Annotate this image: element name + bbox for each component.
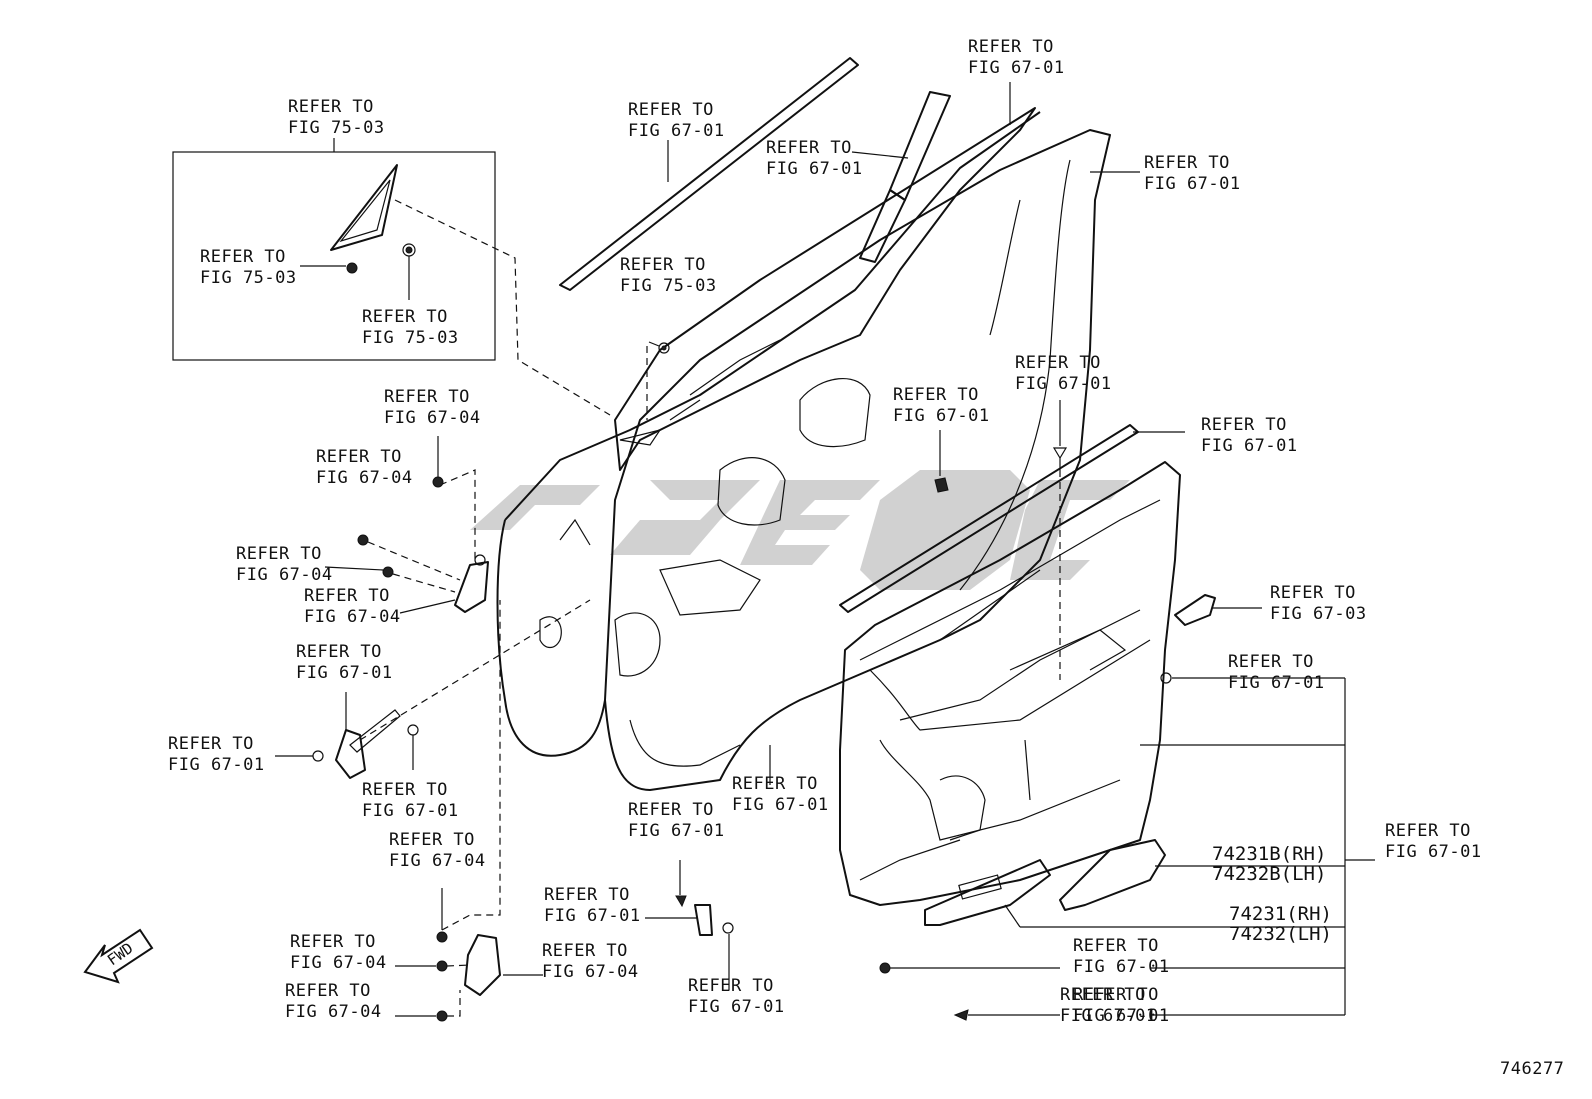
callout-label-line: REFER TO	[544, 885, 630, 905]
callout-label-line: FIG 67-01	[1073, 957, 1170, 977]
callout-label-line: REFER TO	[1144, 153, 1230, 173]
callout-label-line: REFER TO	[1015, 353, 1101, 373]
callout-label-line: REFER TO	[384, 387, 470, 407]
door-check-link	[275, 599, 591, 779]
callout-label-line: REFER TO	[200, 247, 286, 267]
callout-label-line: REFER TO	[732, 774, 818, 794]
callout-label-line: REFER TO	[620, 255, 706, 275]
callout-label-line: FIG 67-01	[296, 663, 393, 683]
callout-bracket	[1150, 677, 1375, 1016]
callout-label-line: FIG 67-04	[542, 962, 639, 982]
callout-label-line: FIG 75-03	[288, 118, 385, 138]
window-frame-moulding	[859, 91, 951, 263]
callout-label-line: FIG 67-01	[766, 159, 863, 179]
callout-label-line: REFER TO	[389, 830, 475, 850]
callout-label-line: REFER TO	[285, 981, 371, 1001]
callout-label-line: REFER TO	[1073, 985, 1159, 1005]
callout-label-line: REFER TO	[766, 138, 852, 158]
callout-label-line: FIG 67-01	[1201, 436, 1298, 456]
trim-cover-piece	[1174, 594, 1216, 626]
callout-label-line: FIG 67-04	[290, 953, 387, 973]
callout-label-line: REFER TO	[168, 734, 254, 754]
callout-label-line: REFER TO	[628, 800, 714, 820]
callout-label-line: REFER TO	[1385, 821, 1471, 841]
clip-icon	[1160, 672, 1215, 684]
callout-label-line: FIG 67-01	[628, 121, 725, 141]
lower-door-hinge	[436, 600, 501, 1022]
callout-label-line: FIG 75-03	[200, 268, 297, 288]
callout-label-line: FIG 67-01	[1228, 673, 1325, 693]
callout-label-line: REFER TO	[1201, 415, 1287, 435]
fwd-arrow-icon: FWD	[83, 928, 154, 984]
callout-label-line: REFER TO	[688, 976, 774, 996]
callout-label-line: REFER TO	[968, 37, 1054, 57]
callout-label-line: REFER TO	[1270, 583, 1356, 603]
door-trim-panel	[839, 461, 1181, 906]
callout-label-line: REFER TO	[628, 100, 714, 120]
callout-label-line: FIG 67-04	[285, 1002, 382, 1022]
callout-label-line: FIG 67-04	[236, 565, 333, 585]
callout-label-line: REFER TO	[296, 642, 382, 662]
clip-icon	[934, 430, 949, 493]
callout-label-line: FIG 67-04	[384, 408, 481, 428]
bracket-icon	[645, 860, 734, 990]
callout-label-line: REFER TO	[304, 586, 390, 606]
callout-label-line: FIG 67-03	[1270, 604, 1367, 624]
callout-label-line: FIG 67-01	[1060, 1006, 1157, 1026]
callout-label-line: FIG 75-03	[362, 328, 459, 348]
callout-label-line: FIG 67-01	[168, 755, 265, 775]
callout-label-line: REFER TO	[236, 544, 322, 564]
callout-label-line: FIG 67-01	[1073, 1006, 1170, 1026]
callout-label-line: REFER TO	[362, 780, 448, 800]
callout-label-line: REFER TO	[1073, 936, 1159, 956]
callout-label-line: REFER TO	[288, 97, 374, 117]
callout-label-line: FIG 67-01	[732, 795, 829, 815]
watermark	[470, 470, 1130, 590]
figure-number: 746277	[1500, 1059, 1564, 1079]
callout-label-line: FIG 67-01	[968, 58, 1065, 78]
callout-label-line: REFER TO	[542, 941, 628, 961]
callout-label-line: FIG 67-01	[1015, 374, 1112, 394]
callout-label-line: FIG 67-01	[628, 821, 725, 841]
armrest-pad	[1059, 839, 1166, 911]
callout-label-line: FIG 67-04	[389, 851, 486, 871]
callout-label-line: REFER TO	[290, 932, 376, 952]
screw-icon	[1052, 400, 1068, 680]
clip-icon	[300, 243, 416, 300]
callout-label-line: FIG 67-04	[316, 468, 413, 488]
callout-label-line: REFER TO	[1060, 985, 1146, 1005]
callout-label-line: FIG 67-01	[362, 801, 459, 821]
callout-label-line: REFER TO	[362, 307, 448, 327]
belt-moulding-upper	[559, 57, 859, 291]
callout-label-line: FIG 67-01	[688, 997, 785, 1017]
front-door-panel	[496, 107, 1111, 791]
quarter-window-glass	[330, 164, 398, 251]
callout-label-line: REFER TO	[1228, 652, 1314, 672]
part-number-74231b: 74231B(RH)	[1212, 843, 1326, 865]
clip-icon	[646, 341, 670, 420]
callout-label-line: FIG 67-01	[893, 406, 990, 426]
callout-label-line: FIG 75-03	[620, 276, 717, 296]
part-number-74232: 74232(LH)	[1229, 923, 1332, 945]
part-number-74231: 74231(RH)	[1229, 903, 1332, 925]
callout-label-line: FIG 67-01	[544, 906, 641, 926]
part-number-74232b: 74232B(LH)	[1212, 863, 1326, 885]
screw-icon	[879, 962, 1060, 1021]
callout-label-line: FIG 67-04	[304, 607, 401, 627]
upper-door-hinge	[357, 469, 489, 613]
callout-label-line: REFER TO	[893, 385, 979, 405]
callout-label-line: FIG 67-01	[1144, 174, 1241, 194]
callout-label-line: REFER TO	[316, 447, 402, 467]
callout-label-line: FIG 67-01	[1385, 842, 1482, 862]
power-window-switch-base	[924, 859, 1051, 928]
